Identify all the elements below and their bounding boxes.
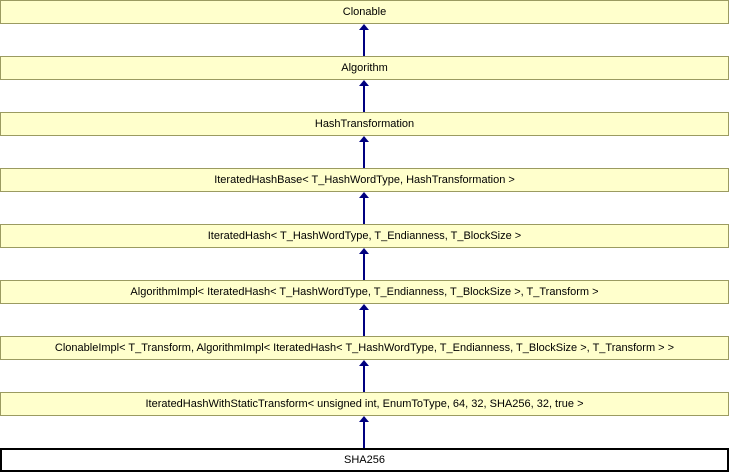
arrowhead-up-icon <box>359 24 369 30</box>
inheritance-arrow <box>359 80 370 112</box>
class-node-iteratedhashbase[interactable]: IteratedHashBase< T_HashWordType, HashTr… <box>0 168 729 192</box>
arrow-shaft <box>363 365 365 392</box>
arrowhead-up-icon <box>359 304 369 310</box>
arrow-shaft <box>363 141 365 168</box>
arrowhead-up-icon <box>359 192 369 198</box>
class-node-hashtransformation[interactable]: HashTransformation <box>0 112 729 136</box>
arrow-shaft <box>363 421 365 448</box>
arrowhead-up-icon <box>359 248 369 254</box>
inheritance-arrow <box>359 248 370 280</box>
class-node-algorithm[interactable]: Algorithm <box>0 56 729 80</box>
inheritance-arrow <box>359 136 370 168</box>
arrowhead-up-icon <box>359 416 369 422</box>
arrow-shaft <box>363 253 365 280</box>
class-node-iteratedhash[interactable]: IteratedHash< T_HashWordType, T_Endianne… <box>0 224 729 248</box>
class-node-algorithmimpl[interactable]: AlgorithmImpl< IteratedHash< T_HashWordT… <box>0 280 729 304</box>
class-node-sha256: SHA256 <box>0 448 729 472</box>
class-node-iteratedhashwithstatictransform[interactable]: IteratedHashWithStaticTransform< unsigne… <box>0 392 729 416</box>
arrow-shaft <box>363 197 365 224</box>
arrow-shaft <box>363 85 365 112</box>
inheritance-arrow <box>359 192 370 224</box>
inheritance-arrow <box>359 416 370 448</box>
arrowhead-up-icon <box>359 80 369 86</box>
arrow-shaft <box>363 309 365 336</box>
inheritance-arrow <box>359 360 370 392</box>
class-node-clonable[interactable]: Clonable <box>0 0 729 24</box>
arrow-shaft <box>363 29 365 56</box>
arrowhead-up-icon <box>359 136 369 142</box>
inheritance-arrow <box>359 24 370 56</box>
class-node-clonableimpl[interactable]: ClonableImpl< T_Transform, AlgorithmImpl… <box>0 336 729 360</box>
inheritance-arrow <box>359 304 370 336</box>
arrowhead-up-icon <box>359 360 369 366</box>
